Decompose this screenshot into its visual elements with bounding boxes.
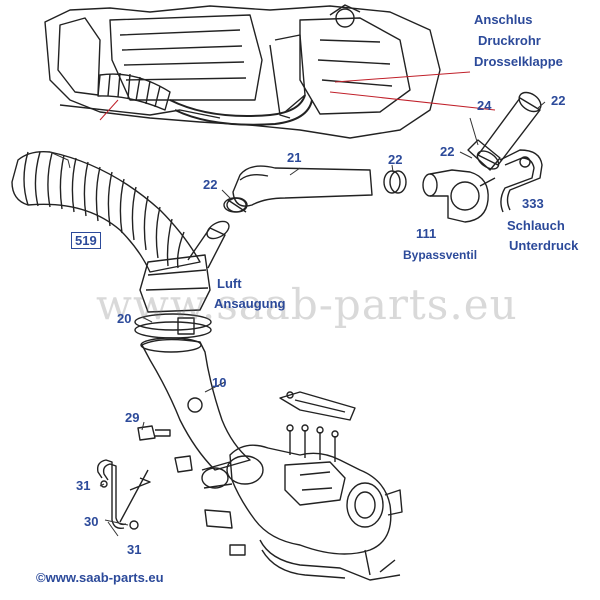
label-luft: Luft <box>217 276 242 291</box>
label-24: 24 <box>477 98 492 113</box>
leader-lines <box>99 71 496 121</box>
label-111-name: Bypassventil <box>403 248 478 262</box>
copyright-symbol: © <box>36 570 46 585</box>
corrugated-hose-519 <box>11 150 201 273</box>
label-22-hose: 22 <box>388 152 403 167</box>
hose-21 <box>232 165 373 207</box>
title-line1: Anschlus <box>474 12 533 27</box>
label-333-name1: Schlauch <box>507 218 565 233</box>
title-line2: Druckrohr <box>478 33 541 48</box>
label-333-name2: Unterdruck <box>509 238 579 253</box>
part-pointers <box>49 101 546 537</box>
label-30: 30 <box>84 514 99 529</box>
label-22-pipe-top: 22 <box>551 93 566 108</box>
label-31-top: 31 <box>76 478 91 493</box>
label-22-pipe-bottom: 22 <box>440 144 455 159</box>
copyright: ©www.saab-parts.eu <box>36 570 164 585</box>
pressure-pipe-24 <box>467 91 542 171</box>
label-20: 20 <box>117 311 132 326</box>
label-29: 29 <box>125 410 140 425</box>
label-31-bottom: 31 <box>127 542 142 557</box>
intake-pipe-10 <box>140 337 251 471</box>
watermark: www.saab-parts.eu <box>96 280 518 329</box>
engine-intake-hose <box>97 72 171 111</box>
label-ansaugung: Ansaugung <box>214 296 286 311</box>
label-22-intake: 22 <box>203 177 218 192</box>
label-333: 333 <box>522 196 544 211</box>
title-line3: Drosselklappe <box>474 54 563 69</box>
turbocharger <box>201 391 403 581</box>
label-111: 111 <box>416 226 437 241</box>
label-21: 21 <box>287 150 302 165</box>
engine-bay <box>44 4 441 139</box>
bypass-valve-111 <box>422 169 496 223</box>
label-519: 519 <box>71 232 101 249</box>
vacuum-hose-333 <box>499 149 543 213</box>
label-10: 10 <box>212 375 227 390</box>
copyright-text: www.saab-parts.eu <box>45 570 164 585</box>
small-parts <box>96 425 246 556</box>
